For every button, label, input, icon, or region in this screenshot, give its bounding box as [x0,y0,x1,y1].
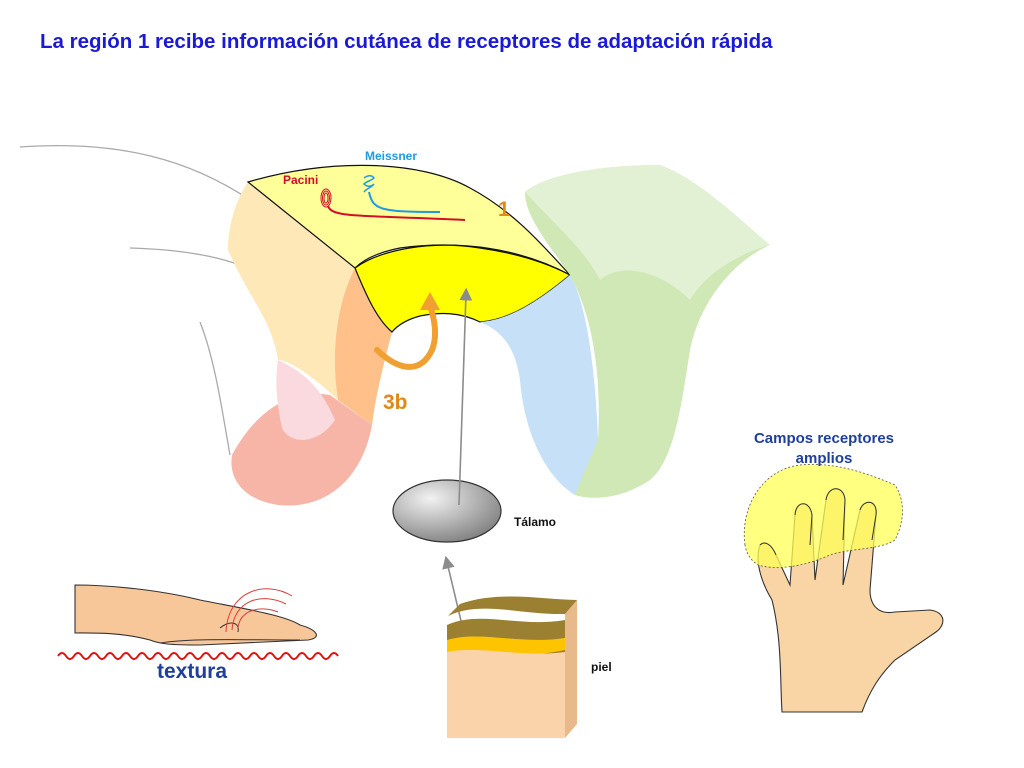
area-3b [334,268,392,425]
receptive-field [743,464,903,568]
flow-arrow-3b-to-1 [374,302,439,370]
cortex-outline [19,144,261,456]
receptive-fields-label-line1: Campos receptores [754,430,894,447]
receptive-fields-label-line2: amplios [796,450,853,467]
hand-receptive-fields [743,464,944,713]
meissner-receptor [362,175,441,213]
area-4 [231,393,372,506]
hand-texture [57,584,339,660]
region-1-label: 1 [498,198,510,221]
thalamus-label: Tálamo [514,515,556,529]
area-5-light [525,165,770,300]
thalamus-to-cortex-arrow [458,287,473,506]
pacini-receptor [320,188,466,221]
texture-label: textura [157,660,227,683]
area-3a-pink [276,360,335,440]
thalamus [392,479,502,543]
area-3a [228,182,355,400]
meissner-label: Meissner [365,149,417,163]
skin-block [447,596,577,738]
texture-wave [57,652,339,660]
region-3b-label: 3b [383,391,408,414]
pacini-label: Pacini [283,173,318,187]
area-2 [480,275,598,495]
slide-title: La región 1 recibe información cutánea d… [40,30,773,53]
skin-label: piel [591,660,612,674]
